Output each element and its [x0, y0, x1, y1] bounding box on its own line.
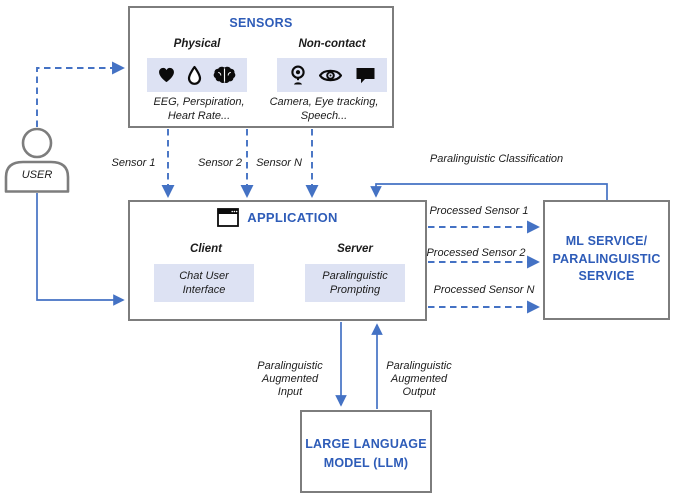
sensors-title: SENSORS: [229, 16, 293, 30]
processed-sensor-2-label: Processed Sensor 2: [426, 247, 526, 259]
client-heading: Client: [190, 243, 222, 255]
sensor-1-label: Sensor 1: [111, 157, 156, 169]
edge-paralinguistic-classification: [370, 183, 608, 200]
chat-user-interface-module: Chat User Interface: [154, 264, 254, 302]
application-title-row: APPLICATION: [130, 208, 425, 227]
non-contact-caption: Camera, Eye tracking, Speech...: [269, 96, 379, 122]
user-label: USER: [21, 169, 53, 181]
paralinguistic-augmented-output-label: Paralinguistic Augmented Output: [386, 360, 452, 398]
llm-box: LARGE LANGUAGE MODEL (LLM): [300, 410, 432, 493]
edge-user-to-application: [36, 193, 125, 306]
sensor-2-label: Sensor 2: [197, 157, 243, 169]
sensor-n-label: Sensor N: [256, 157, 302, 169]
person-icon: [4, 127, 70, 193]
webcam-icon: [290, 65, 305, 84]
server-heading: Server: [337, 243, 373, 255]
paralinguistic-prompting-module: Paralinguistic Prompting: [305, 264, 405, 302]
non-contact-heading: Non-contact: [298, 38, 366, 50]
physical-sensor-icons: [147, 58, 247, 92]
heart-icon: [159, 67, 175, 83]
speech-bubble-icon: [356, 67, 374, 83]
droplet-icon: [187, 65, 201, 85]
llm-title: LARGE LANGUAGE MODEL (LLM): [305, 437, 427, 470]
user-actor: [0, 120, 80, 195]
ml-service-title: ML SERVICE/ PARALINGUISTIC SERVICE: [552, 234, 661, 283]
brain-icon: [213, 66, 236, 84]
sensors-box: SENSORS Physical EEG, Perspiration, Hear…: [128, 6, 394, 128]
eye-icon: [318, 69, 343, 81]
paralinguistic-classification-label: Paralinguistic Classification: [429, 153, 564, 165]
processed-sensor-1-label: Processed Sensor 1: [429, 205, 529, 217]
paralinguistic-augmented-input-label: Paralinguistic Augmented Input: [257, 360, 323, 398]
application-title: APPLICATION: [247, 210, 338, 225]
processed-sensor-n-label: Processed Sensor N: [433, 284, 535, 296]
non-contact-sensor-icons: [277, 58, 387, 92]
window-icon: [217, 208, 240, 227]
physical-heading: Physical: [173, 38, 221, 50]
ml-service-box: ML SERVICE/ PARALINGUISTIC SERVICE: [543, 200, 670, 320]
physical-caption: EEG, Perspiration, Heart Rate...: [153, 96, 245, 122]
application-box: APPLICATION Client Chat User Interface S…: [128, 200, 427, 321]
edge-user-to-sensors: [36, 61, 125, 127]
